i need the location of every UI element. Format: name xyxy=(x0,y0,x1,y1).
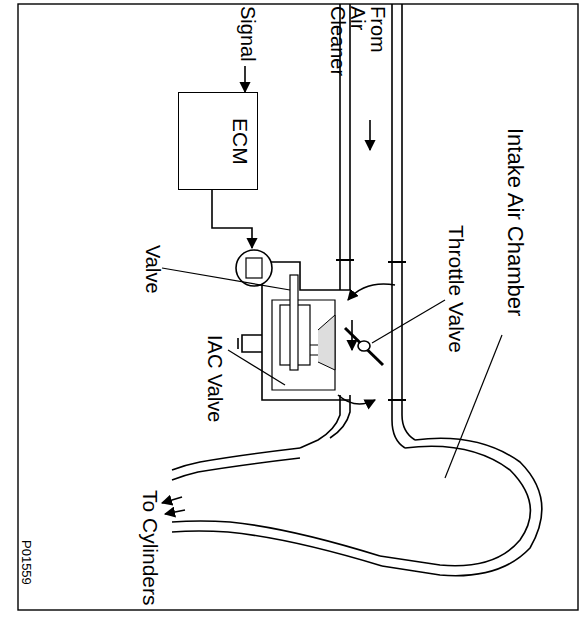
node-text: ECM xyxy=(230,118,257,165)
flow-arrow xyxy=(369,120,371,150)
flow-arrow xyxy=(162,497,182,503)
figure-code: P01559 xyxy=(20,540,33,585)
air-chamber xyxy=(380,446,530,565)
signal-arrow xyxy=(244,66,246,92)
pipe-wall xyxy=(300,395,340,448)
flow-label: From Air Cleaner xyxy=(328,6,388,80)
pipe-joint xyxy=(336,260,406,400)
part-label: IAC Valve xyxy=(205,335,225,422)
outlet-tube xyxy=(172,458,300,480)
signal-label: Signal xyxy=(238,6,258,62)
throttle-plate xyxy=(345,328,383,365)
outlet-tube xyxy=(172,531,382,566)
throttle-shaft xyxy=(358,341,370,351)
air-chamber xyxy=(382,438,542,575)
connector xyxy=(236,250,272,286)
bypass-arrow xyxy=(348,284,395,300)
leader-line xyxy=(445,335,502,478)
connector xyxy=(246,258,262,278)
pipe-wall xyxy=(392,4,405,448)
part-label: Throttle Valve xyxy=(446,225,467,353)
part-label: Intake Air Chamber xyxy=(504,128,526,316)
leader-line xyxy=(162,268,290,290)
part-label: Valve xyxy=(143,245,163,294)
iac-plunger xyxy=(290,275,298,370)
flow-arrow xyxy=(165,510,185,514)
pipe-wall xyxy=(402,4,415,440)
flow-label: To Cylinders xyxy=(140,490,161,606)
hose-nipple xyxy=(238,335,262,352)
signal-wire xyxy=(212,190,252,248)
iac-valve-body xyxy=(318,315,335,370)
frame xyxy=(18,4,578,610)
leader-line xyxy=(228,350,285,385)
bypass-arrow xyxy=(338,395,375,404)
leader-line xyxy=(372,300,445,343)
bypass-arrow xyxy=(351,320,353,350)
control-unit-box: ECM xyxy=(178,92,258,190)
iac-housing xyxy=(272,300,335,390)
